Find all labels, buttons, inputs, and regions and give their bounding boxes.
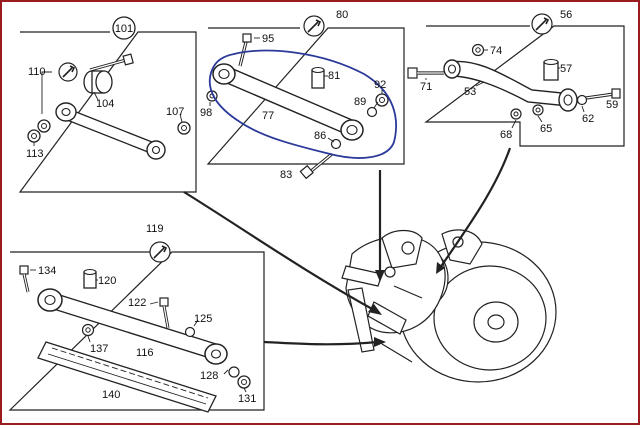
part-label-86: 86 <box>314 130 326 142</box>
part-label-71: 71 <box>420 81 432 93</box>
part-nut-131 <box>237 375 251 389</box>
wrench-icon <box>149 241 171 263</box>
part-washer-89 <box>366 106 378 118</box>
part-washer-128 <box>228 366 240 378</box>
part-label-116: 116 <box>136 347 154 359</box>
part-nut-125 <box>184 326 196 338</box>
group-number-circle <box>112 16 136 40</box>
part-label-140: 140 <box>102 389 120 401</box>
leader-lines <box>33 71 183 146</box>
part-label-83: 83 <box>280 169 292 181</box>
part-label-131: 131 <box>238 393 256 405</box>
part-label-65: 65 <box>540 123 552 135</box>
part-bushing-81 <box>311 66 325 89</box>
part-bolt-134 <box>19 265 30 293</box>
wrench-icon <box>531 13 553 35</box>
part-bushing-57 <box>543 58 559 81</box>
panel-group-56: 56 <box>407 9 625 147</box>
part-nut-107 <box>177 121 191 135</box>
part-label-68: 68 <box>500 129 512 141</box>
wheel-hub-assembly <box>341 229 557 383</box>
part-label-128: 128 <box>200 370 218 382</box>
part-label-57: 57 <box>560 63 572 75</box>
part-label-125: 125 <box>194 313 212 325</box>
part-label-110: 110 <box>28 66 46 78</box>
panel-group-80: 80 <box>200 9 405 181</box>
part-bolt-71 <box>407 67 444 79</box>
part-bolt-122 <box>159 297 170 329</box>
leader-lines <box>209 37 383 143</box>
highlight-loop <box>208 49 397 159</box>
part-bolt-59 <box>585 88 621 100</box>
part-label-122: 122 <box>128 297 146 309</box>
panel-border <box>18 31 197 193</box>
part-label-137: 137 <box>90 343 108 355</box>
group-number: 101 <box>115 23 133 35</box>
group-number: 80 <box>336 9 348 21</box>
part-label-62: 62 <box>582 113 594 125</box>
leader-lines <box>425 49 585 129</box>
group-number: 56 <box>560 9 572 21</box>
part-label-77: 77 <box>262 110 274 122</box>
part-arm-53 <box>443 59 578 112</box>
connector-arrows <box>183 147 512 346</box>
part-nut-137 <box>81 323 95 337</box>
part-label-74: 74 <box>490 45 502 57</box>
part-label-134: 134 <box>38 265 56 277</box>
part-label-89: 89 <box>354 96 366 108</box>
part-nut-74 <box>471 43 485 57</box>
part-washer-113 <box>37 119 51 133</box>
part-nut-68 <box>510 108 522 120</box>
panel-group-119: 119 <box>8 223 265 413</box>
wrench-icon <box>58 62 78 82</box>
part-label-104: 104 <box>96 98 114 110</box>
arrow-heads <box>368 262 445 347</box>
panel-border <box>206 27 405 165</box>
part-bolt-83 <box>299 152 334 180</box>
part-label-98: 98 <box>200 107 212 119</box>
part-washer-65 <box>532 104 544 116</box>
part-bolt-110 <box>89 53 134 72</box>
part-label-92: 92 <box>374 79 386 91</box>
part-label-53: 53 <box>464 86 476 98</box>
part-bushing-120 <box>83 268 97 289</box>
leader-lines <box>30 269 247 393</box>
part-label-113: 113 <box>26 148 44 160</box>
part-washer-62 <box>576 94 588 106</box>
part-plate-140 <box>37 341 217 413</box>
part-bushing-104 <box>83 70 113 94</box>
part-arm-77 <box>212 63 364 141</box>
part-arm-116 <box>37 288 228 365</box>
part-arm-101 <box>55 102 166 160</box>
panel-group-101: 101 <box>18 16 197 193</box>
group-number: 119 <box>146 223 164 235</box>
wrench-icon <box>303 15 325 37</box>
part-label-95: 95 <box>262 33 274 45</box>
part-label-107: 107 <box>166 106 184 118</box>
part-label-59: 59 <box>606 99 618 111</box>
part-nut-92 <box>375 93 389 107</box>
part-bolt-95 <box>238 33 252 67</box>
part-label-81: 81 <box>328 70 340 82</box>
exploded-suspension-diagram: 101 <box>8 9 625 413</box>
panel-border <box>424 25 625 147</box>
part-label-120: 120 <box>98 275 116 287</box>
